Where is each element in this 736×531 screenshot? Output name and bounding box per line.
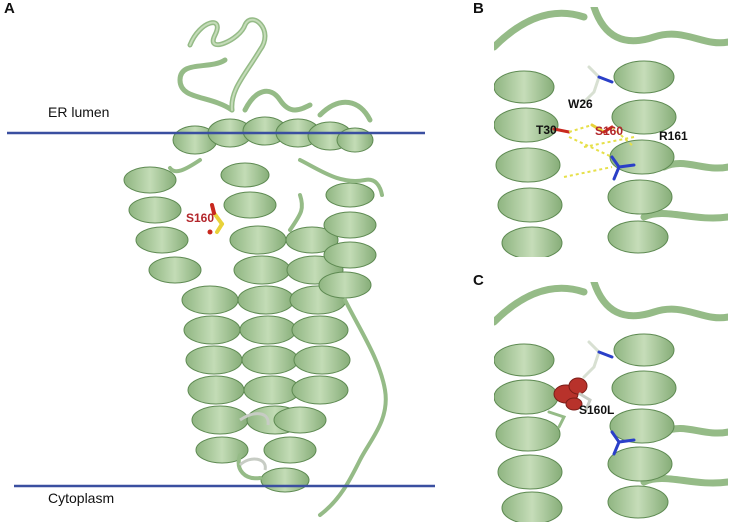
residue-t30: T30 xyxy=(536,123,557,137)
panel-a-letter: A xyxy=(4,0,15,17)
panel-b-inset: W26 T30 S160 R161 xyxy=(494,7,728,257)
top-loops-highlight xyxy=(189,18,266,111)
residue-r161: R161 xyxy=(659,129,688,143)
panel-c-letter: C xyxy=(473,272,484,289)
tm-helix-2 xyxy=(181,285,249,464)
er-lumen-label: ER lumen xyxy=(48,104,110,120)
panel-b-structure: W26 T30 S160 R161 xyxy=(494,7,728,257)
grey-loops xyxy=(238,412,270,471)
lumen-helix xyxy=(172,116,374,155)
residue-s160: S160 xyxy=(595,124,623,138)
tm-helix-5 xyxy=(318,182,377,299)
clash-blobs xyxy=(553,377,588,411)
top-loops xyxy=(177,17,373,123)
s160-label-a: S160 xyxy=(186,211,214,225)
residue-w26: W26 xyxy=(568,97,593,111)
panel-b-letter: B xyxy=(473,0,484,17)
tm-helix-3 xyxy=(220,162,304,435)
s160-sidechain xyxy=(207,203,224,235)
mutant-s160l: S160L xyxy=(579,403,614,417)
cytoplasm-label: Cytoplasm xyxy=(48,490,115,506)
tm-helix-4 xyxy=(260,226,351,493)
tm-helix-1 xyxy=(123,166,202,284)
panel-c-inset: S160L xyxy=(494,282,728,522)
panel-c-structure: S160L xyxy=(494,282,728,522)
